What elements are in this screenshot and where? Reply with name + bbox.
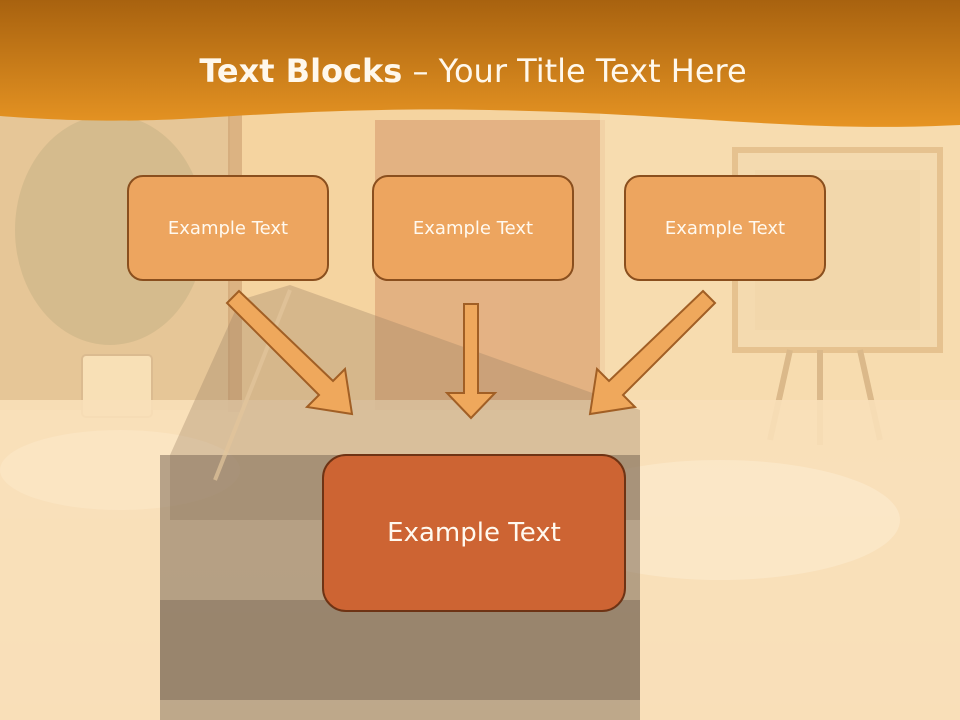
- text-block-1-label: Example Text: [167, 217, 289, 239]
- text-block-3-label: Example Text: [664, 217, 786, 239]
- arrow-center-down: [444, 303, 498, 420]
- text-block-2-label: Example Text: [412, 217, 534, 239]
- title-dash: –: [412, 52, 429, 90]
- plant-foliage: [15, 115, 205, 345]
- text-block-2[interactable]: Example Text: [372, 175, 574, 281]
- title-rest-text: Your Title Text Here: [438, 52, 747, 90]
- text-block-1[interactable]: Example Text: [127, 175, 329, 281]
- arrow-right-diagonal: [588, 289, 717, 416]
- slide-title: Text Blocks – Your Title Text Here: [0, 52, 946, 90]
- text-block-center-label: Example Text: [387, 518, 561, 548]
- title-bold-text: Text Blocks: [199, 52, 403, 90]
- text-block-3[interactable]: Example Text: [624, 175, 826, 281]
- arrow-left-diagonal: [225, 289, 354, 416]
- text-block-center[interactable]: Example Text: [322, 454, 626, 612]
- title-band: [0, 0, 960, 127]
